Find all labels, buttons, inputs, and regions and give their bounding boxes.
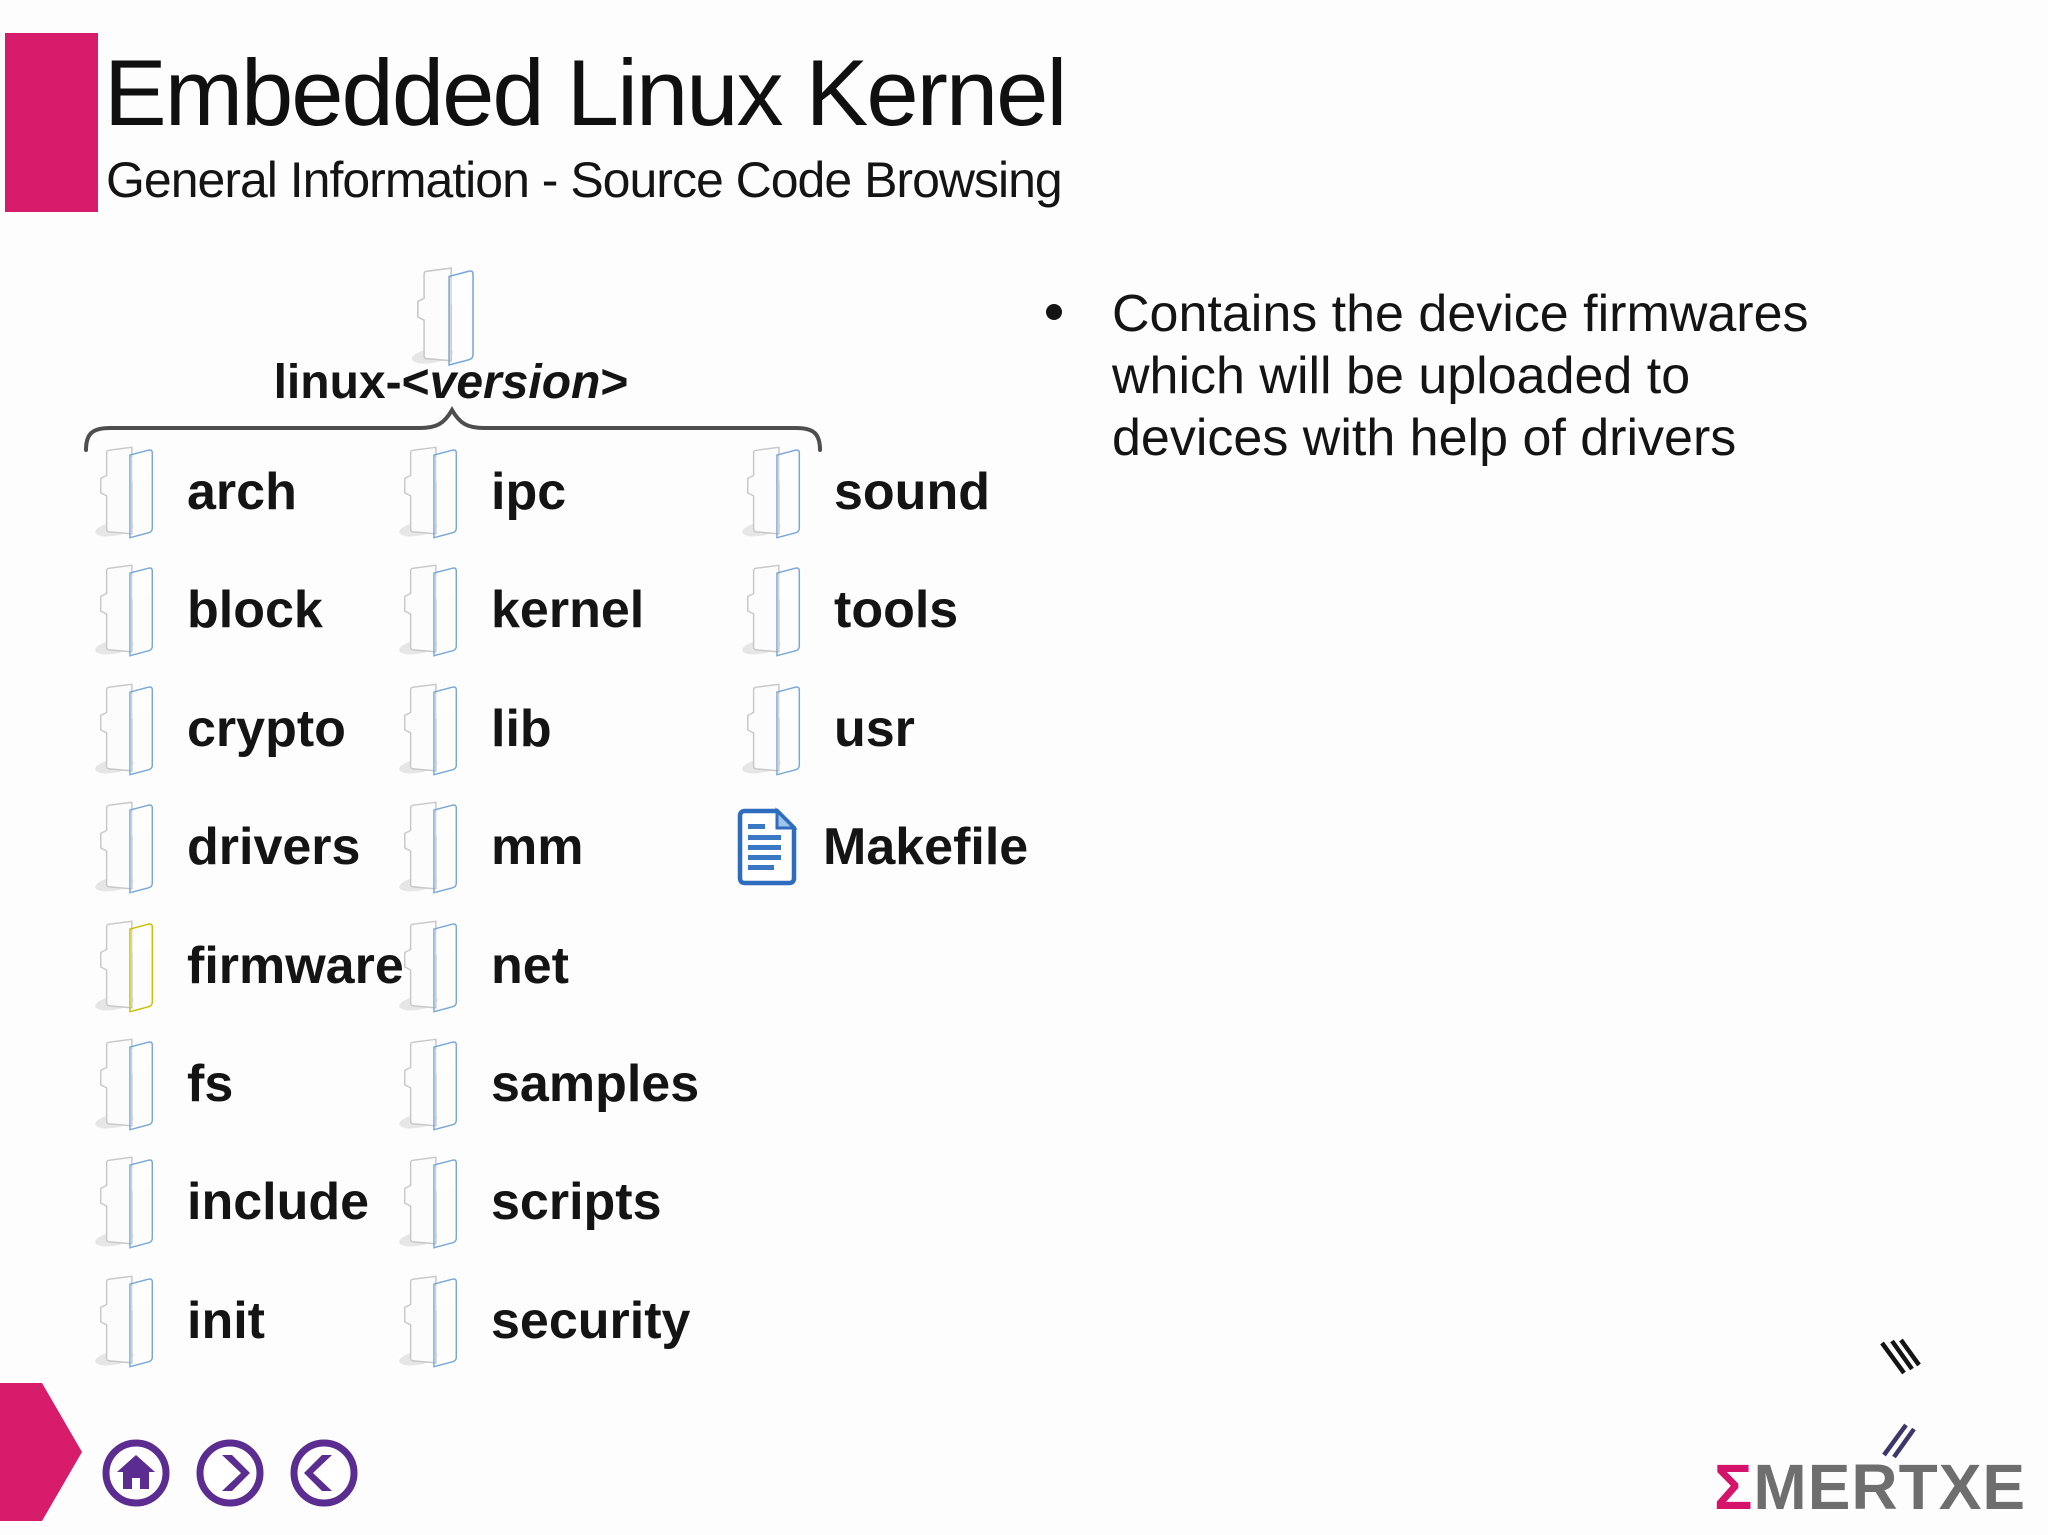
logo-sigma: Σ bbox=[1714, 1451, 1754, 1523]
nav-buttons bbox=[102, 1439, 358, 1507]
folder-icon bbox=[397, 444, 467, 540]
bullet-dot bbox=[1046, 304, 1062, 320]
folder-label: tools bbox=[834, 581, 959, 639]
folder-icon bbox=[397, 1154, 467, 1250]
folder-icon bbox=[397, 681, 467, 777]
folder-icon bbox=[397, 1273, 467, 1369]
bullet-line: devices with help of drivers bbox=[1112, 409, 1737, 467]
tree-item-firmware: firmware bbox=[93, 918, 404, 1014]
folder-label: kernel bbox=[491, 581, 645, 639]
chevron-left-icon bbox=[304, 1455, 332, 1491]
folder-label: drivers bbox=[187, 818, 361, 876]
logo-wordmark: ΣMERTXE bbox=[1714, 1455, 2026, 1519]
folder-label: arch bbox=[187, 463, 297, 521]
root-label-prefix: linux-< bbox=[273, 356, 430, 409]
tree-item-drivers: drivers bbox=[93, 799, 360, 895]
tree-item-sound: sound bbox=[740, 444, 990, 540]
footer-arrow-graphic bbox=[0, 1383, 82, 1521]
page-title: Embedded Linux Kernel bbox=[104, 40, 1067, 145]
tree-item-crypto: crypto bbox=[93, 681, 346, 777]
home-icon bbox=[117, 1455, 155, 1489]
bullet-line: which will be uploaded to bbox=[1112, 347, 1691, 405]
folder-label: security bbox=[491, 1292, 691, 1350]
previous-icon bbox=[290, 1439, 358, 1507]
folder-icon bbox=[93, 799, 163, 895]
folder-label: scripts bbox=[491, 1173, 662, 1231]
root-label-suffix: > bbox=[600, 356, 629, 409]
tree-item-ipc: ipc bbox=[397, 444, 566, 540]
folder-icon bbox=[93, 1273, 163, 1369]
tree-item-samples: samples bbox=[397, 1036, 699, 1132]
tree-item-usr: usr bbox=[740, 681, 915, 777]
folder-label: ipc bbox=[491, 463, 567, 521]
tree-brace bbox=[84, 405, 822, 452]
root-folder-icon bbox=[408, 266, 486, 366]
folder-label: include bbox=[187, 1173, 370, 1231]
tree-item-lib: lib bbox=[397, 681, 552, 777]
folder-icon bbox=[93, 681, 163, 777]
folder-label: mm bbox=[491, 818, 584, 876]
folder-icon bbox=[93, 1154, 163, 1250]
folder-highlighted-icon bbox=[93, 918, 163, 1014]
logo-chevron-icon bbox=[1848, 1337, 1932, 1461]
folder-icon bbox=[740, 444, 810, 540]
folder-label: samples bbox=[491, 1055, 700, 1113]
tree-item-block: block bbox=[93, 562, 323, 658]
folder-label: lib bbox=[491, 700, 552, 758]
folder-icon bbox=[397, 799, 467, 895]
home-button[interactable] bbox=[102, 1439, 170, 1507]
folder-icon bbox=[397, 1036, 467, 1132]
folder-label: sound bbox=[834, 463, 990, 521]
tree-item-tools: tools bbox=[740, 562, 958, 658]
tree-item-arch: arch bbox=[93, 444, 297, 540]
file-icon bbox=[735, 807, 799, 887]
root-label-version: version bbox=[429, 356, 601, 409]
folder-icon bbox=[740, 681, 810, 777]
accent-bar bbox=[5, 33, 98, 212]
next-button[interactable] bbox=[196, 1439, 264, 1507]
tree-item-kernel: kernel bbox=[397, 562, 644, 658]
folder-icon bbox=[93, 562, 163, 658]
tree-item-init: init bbox=[93, 1273, 265, 1369]
tree-item-include: include bbox=[93, 1154, 369, 1250]
folder-icon bbox=[740, 562, 810, 658]
root-folder-label: linux-<version> bbox=[251, 355, 651, 410]
folder-icon bbox=[93, 444, 163, 540]
tree-item-net: net bbox=[397, 918, 569, 1014]
logo-name: MERTXE bbox=[1753, 1451, 2027, 1523]
folder-label: firmware bbox=[187, 937, 404, 995]
tree-item-makefile: Makefile bbox=[735, 799, 1028, 895]
folder-label: net bbox=[491, 937, 569, 995]
tree-item-mm: mm bbox=[397, 799, 583, 895]
file-label: Makefile bbox=[823, 818, 1029, 876]
chevron-right-icon bbox=[222, 1455, 250, 1491]
folder-label: usr bbox=[834, 700, 915, 758]
folder-label: crypto bbox=[187, 700, 346, 758]
folder-label: block bbox=[187, 581, 323, 639]
tree-item-scripts: scripts bbox=[397, 1154, 662, 1250]
folder-icon bbox=[397, 562, 467, 658]
tree-item-security: security bbox=[397, 1273, 690, 1369]
home-icon-door bbox=[132, 1478, 140, 1489]
folder-icon bbox=[93, 1036, 163, 1132]
folder-label: fs bbox=[187, 1055, 234, 1113]
folder-label: init bbox=[187, 1292, 265, 1350]
tree-item-fs: fs bbox=[93, 1036, 233, 1132]
next-icon bbox=[196, 1439, 264, 1507]
bullet-text: Contains the device firmwares which will… bbox=[1112, 283, 1972, 469]
banner-arrow-graphic bbox=[1483, 32, 1990, 228]
page-subtitle: General Information - Source Code Browsi… bbox=[106, 152, 1063, 208]
folder-icon bbox=[397, 918, 467, 1014]
previous-button[interactable] bbox=[290, 1439, 358, 1507]
bullet-line: Contains the device firmwares bbox=[1112, 285, 1809, 343]
